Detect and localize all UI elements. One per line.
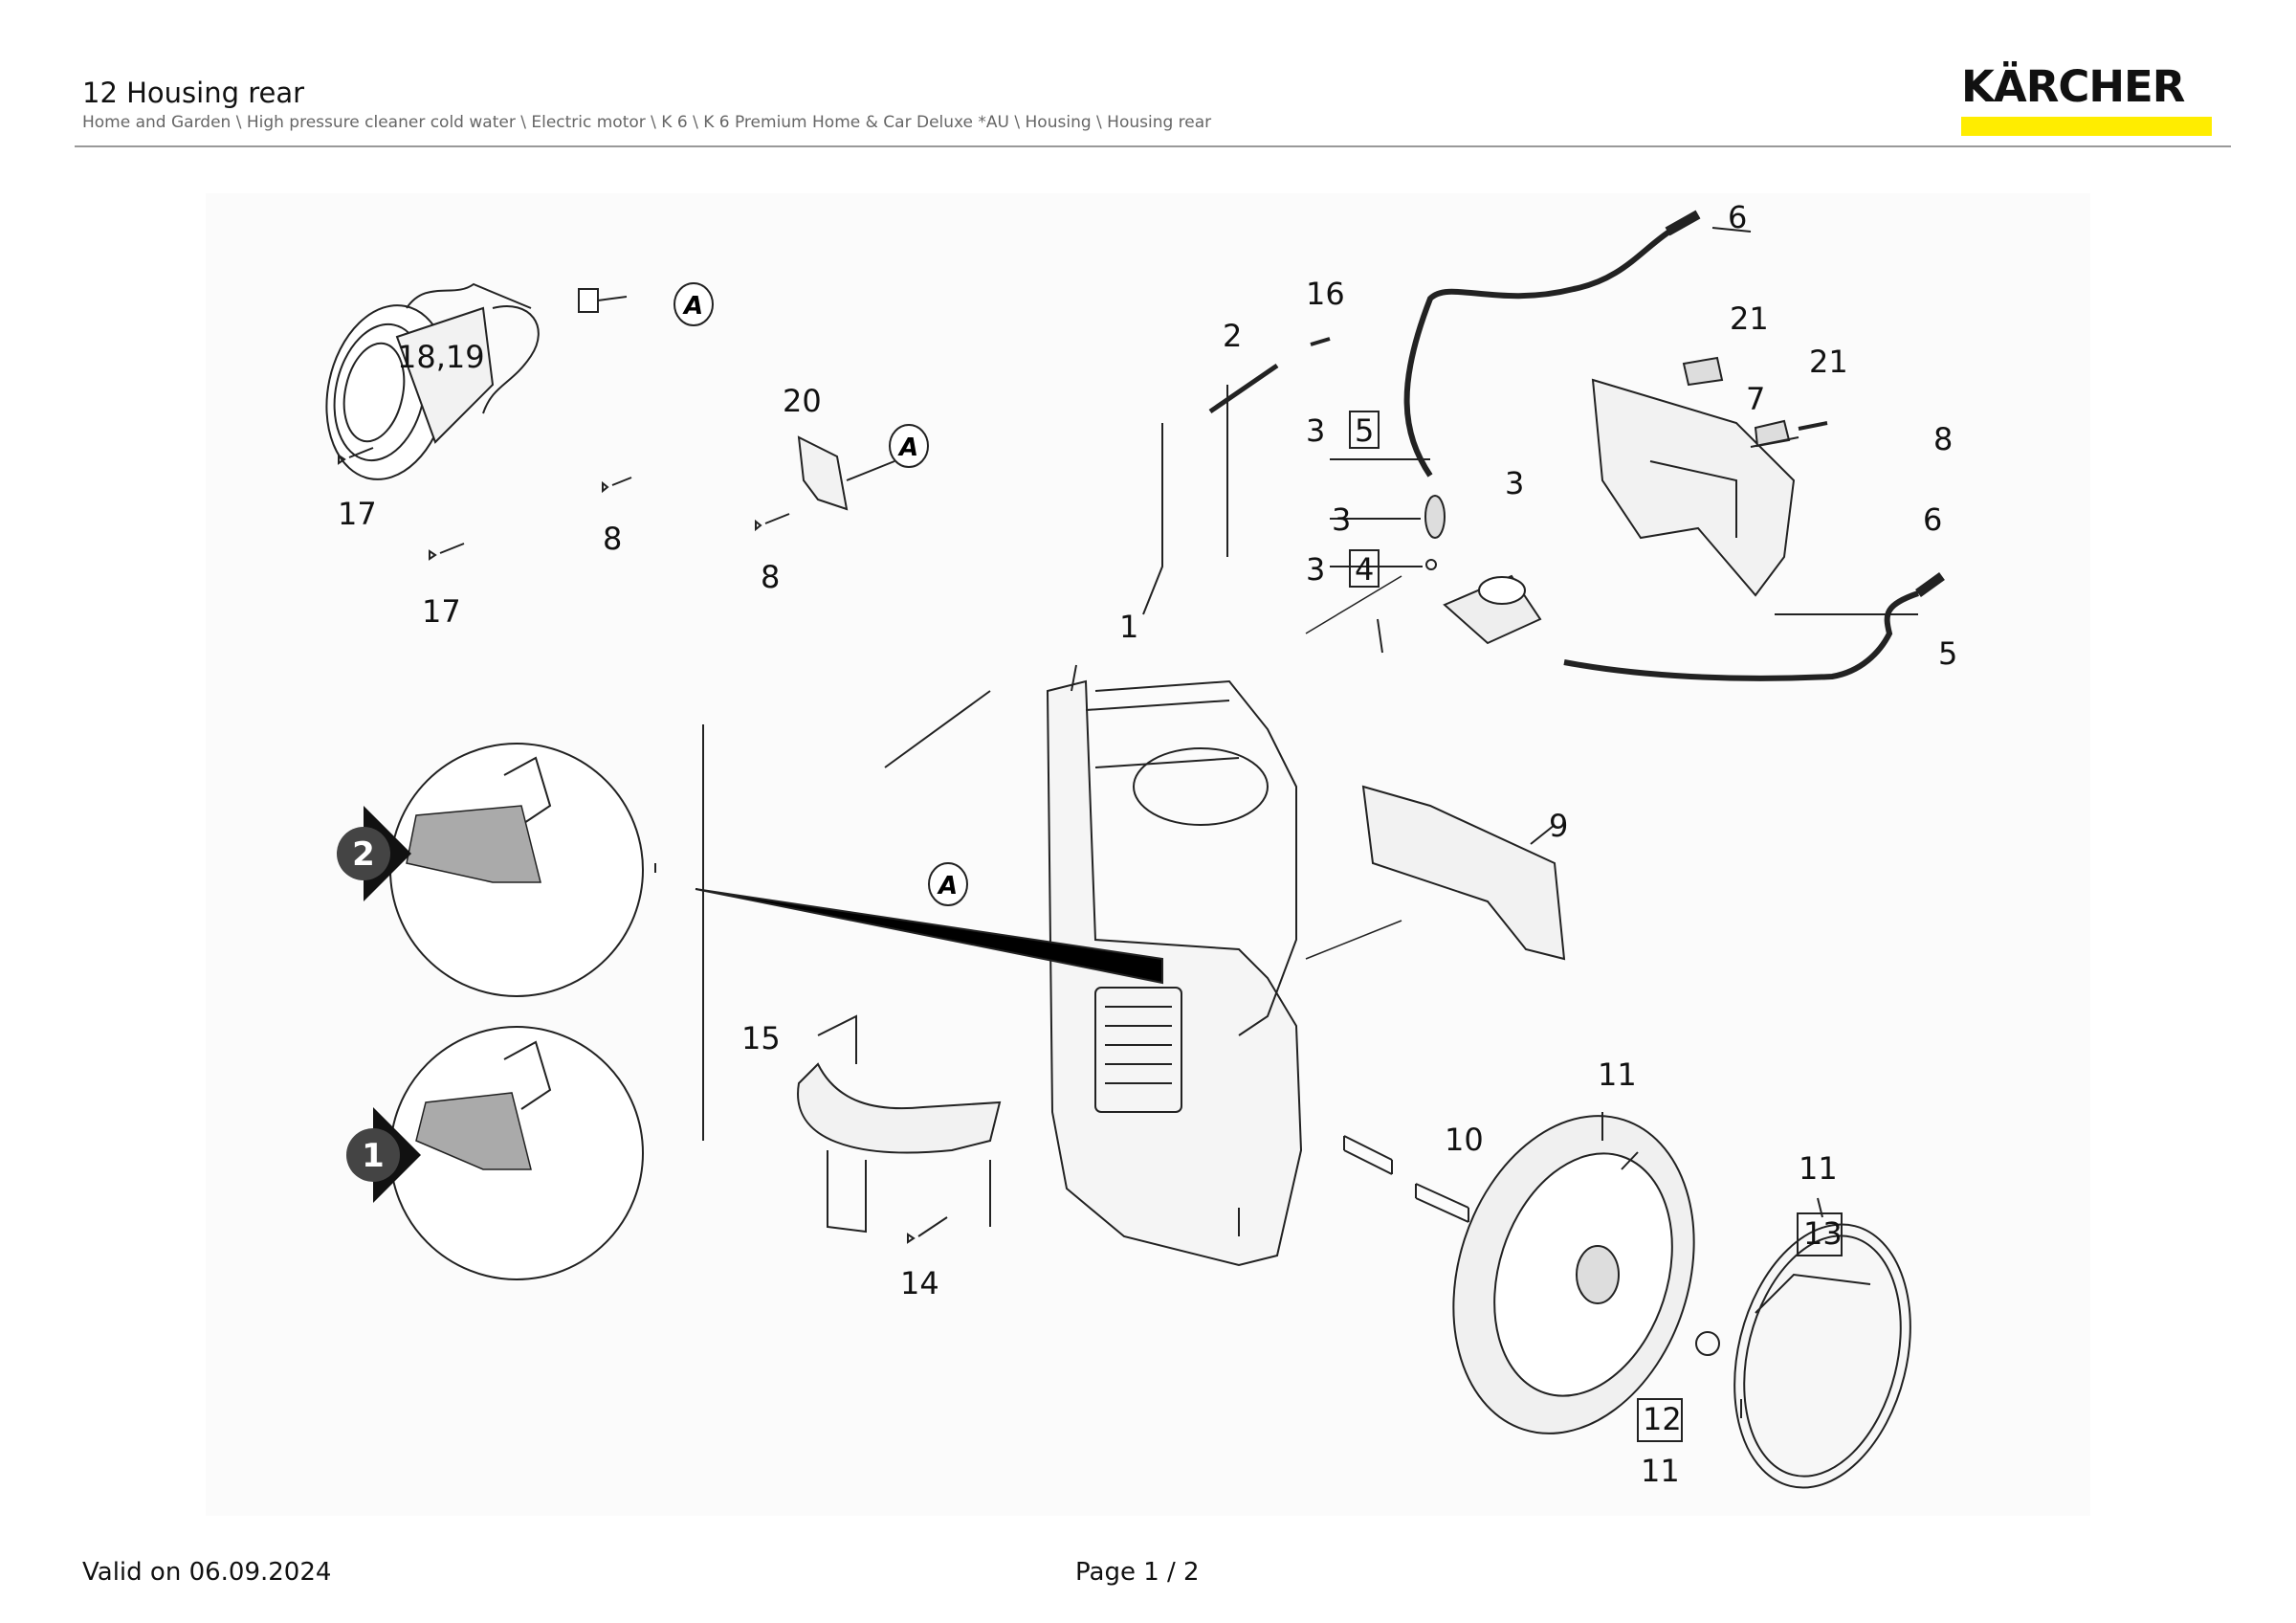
callout-8b: 8 [761, 559, 780, 595]
callout-17a: 17 [338, 496, 377, 532]
bracket-20-drawing [797, 435, 849, 511]
screw-16-drawing [1310, 337, 1331, 346]
callout-1: 1 [1119, 609, 1138, 645]
callout-2: 2 [1223, 318, 1242, 354]
callout-9: 9 [1549, 808, 1568, 844]
callout-21b: 21 [1809, 344, 1848, 380]
hubcap-13-drawing [1733, 1223, 1911, 1489]
screw-8b-drawing [755, 513, 790, 532]
page-number: Page 1 / 2 [1075, 1558, 1200, 1587]
marker-text-a2: A [897, 434, 918, 462]
step-2-marker: 2 [337, 806, 411, 901]
callout-11a: 11 [1598, 1056, 1637, 1093]
header-divider [75, 145, 2231, 147]
clip-21a-drawing [1682, 356, 1724, 387]
callout-box-12 [1637, 1398, 1683, 1442]
detail-pointer [695, 888, 1163, 985]
cover-7-drawing [1591, 378, 1796, 597]
fitting-6a-drawing [1665, 210, 1701, 236]
page-title: 12 Housing rear [82, 77, 305, 109]
callout-13: 13 [1803, 1215, 1843, 1252]
rod-2-drawing [1208, 363, 1279, 414]
callout-3a: 3 [1306, 412, 1325, 449]
screw-14-drawing [907, 1216, 948, 1244]
brand-yellow-bar [1961, 117, 2212, 136]
callout-3b: 3 [1332, 501, 1351, 538]
part-9-drawing [1361, 785, 1566, 961]
callout-10: 10 [1445, 1122, 1484, 1158]
callout-5a: 5 [1355, 412, 1374, 449]
diagram-svg: A A A 2 1 18,19 17 17 8 8 20 2 16 3 5 3 … [325, 199, 1957, 1489]
callout-6b: 6 [1923, 501, 1942, 538]
marker-a-housing: A [928, 862, 968, 906]
callout-box-5 [1349, 411, 1380, 449]
cable-reel-drawing [325, 282, 628, 480]
hose-lower-drawing [1563, 590, 1919, 681]
callout-12: 12 [1643, 1401, 1682, 1437]
callout-8c: 8 [1933, 421, 1953, 457]
karcher-logo: KÄRCHER [1961, 63, 2214, 136]
screw-17b-drawing [429, 543, 465, 561]
screw-17a-drawing [338, 447, 374, 465]
callout-20: 20 [783, 383, 822, 419]
callout-box-13 [1797, 1212, 1843, 1256]
callout-box-4 [1349, 549, 1380, 588]
callout-8a: 8 [603, 521, 622, 557]
o-ring-4-drawing [1425, 559, 1437, 570]
axle-a-drawing [1343, 1135, 1393, 1175]
callout-7: 7 [1746, 381, 1765, 417]
washer-12-drawing [1695, 1331, 1720, 1356]
fitting-6b-drawing [1915, 571, 1945, 598]
callout-5b: 5 [1938, 635, 1957, 672]
callout-11c: 11 [1641, 1453, 1680, 1489]
hose-upper-drawing [1403, 229, 1671, 478]
marker-a-reel: A [673, 282, 714, 326]
step-2-text: 2 [352, 835, 375, 874]
callout-21a: 21 [1730, 300, 1769, 337]
callout-16: 16 [1306, 276, 1345, 312]
callout-4: 4 [1355, 551, 1374, 588]
axle-b-drawing [1415, 1183, 1469, 1223]
marker-a-bracket: A [889, 424, 929, 468]
plug-3-drawing [1424, 495, 1446, 539]
callout-3d: 3 [1505, 465, 1524, 501]
callout-14: 14 [900, 1265, 939, 1301]
valid-date: Valid on 06.09.2024 [82, 1558, 332, 1587]
handle-15-drawing [797, 1062, 1002, 1154]
callout-6a: 6 [1728, 199, 1747, 235]
callout-18-19: 18,19 [397, 339, 485, 375]
step-1-marker: 1 [346, 1107, 421, 1203]
marker-text-a1: A [682, 292, 703, 321]
brand-name: KÄRCHER [1961, 61, 2185, 112]
housing-1-drawing [1046, 679, 1303, 1267]
callout-3c: 3 [1306, 551, 1325, 588]
marker-text-a3: A [937, 872, 958, 900]
step-1-text: 1 [362, 1137, 385, 1175]
callout-17b: 17 [422, 593, 461, 630]
breadcrumb: Home and Garden \ High pressure cleaner … [82, 113, 1212, 132]
callout-15: 15 [741, 1020, 781, 1056]
wheel-11-drawing [1452, 1115, 1695, 1434]
screw-8a-drawing [602, 477, 632, 494]
callout-11b: 11 [1799, 1150, 1838, 1187]
exploded-parts-diagram: A A A 2 1 18,19 17 17 8 8 20 2 16 3 5 3 … [206, 193, 2090, 1516]
